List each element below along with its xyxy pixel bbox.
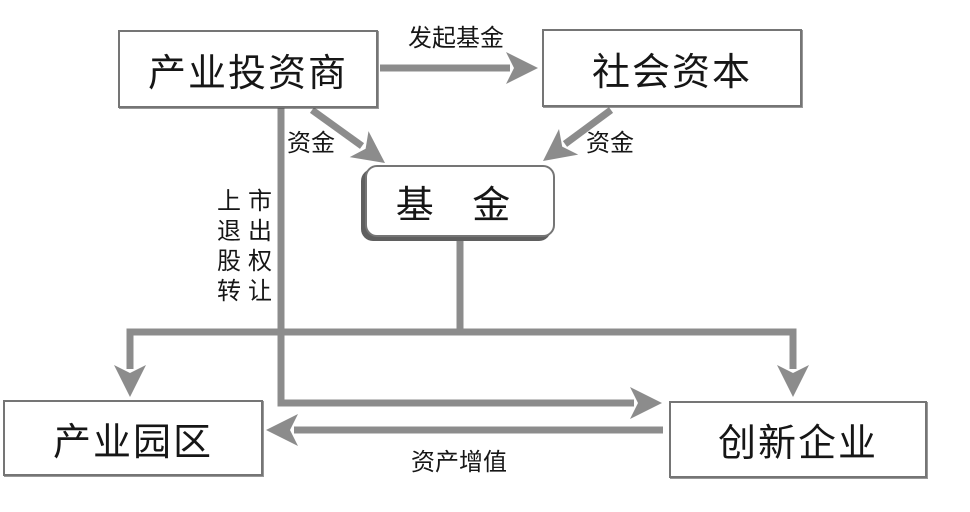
edge-label-exit-line: 上市 <box>217 188 279 215</box>
edge-label-exit-line: 退出 <box>217 218 279 245</box>
arrowhead-asset-appreciation <box>266 414 298 446</box>
node-innovative-enterprise: 创新企业 <box>669 401 927 478</box>
node-social-capital: 社会资本 <box>542 29 802 107</box>
edge-label-initiate-fund: 发起基金 <box>408 25 504 52</box>
arrowhead-fund-to-enterprise <box>777 365 809 397</box>
arrowhead-fund-to-park <box>114 365 146 397</box>
edge-label-funds-right: 资金 <box>586 130 634 157</box>
arrowhead-investor-to-fund <box>349 131 385 163</box>
arrow-capital-to-fund <box>562 107 614 147</box>
edge-label-exit-line: 股权 <box>217 248 279 275</box>
node-industrial-park: 产业园区 <box>3 400 263 476</box>
arrowhead-capital-to-fund <box>543 129 579 161</box>
line-distribution-rail <box>126 328 797 369</box>
edge-label-exit-transfer: 上市 退出 股权 转让 <box>216 187 280 307</box>
node-industrial-investor: 产业投资商 <box>118 30 378 108</box>
edge-label-funds-left: 资金 <box>287 130 335 157</box>
edge-label-asset-appreciation: 资产增值 <box>411 449 507 476</box>
arrow-investor-to-fund <box>309 107 365 149</box>
node-fund: 基 金 <box>365 165 555 237</box>
edge-label-exit-line: 转让 <box>217 278 279 305</box>
arrowhead-exit-transfer <box>630 387 662 419</box>
arrow-exit-transfer <box>277 108 634 407</box>
arrowhead-initiate-fund <box>506 52 538 84</box>
